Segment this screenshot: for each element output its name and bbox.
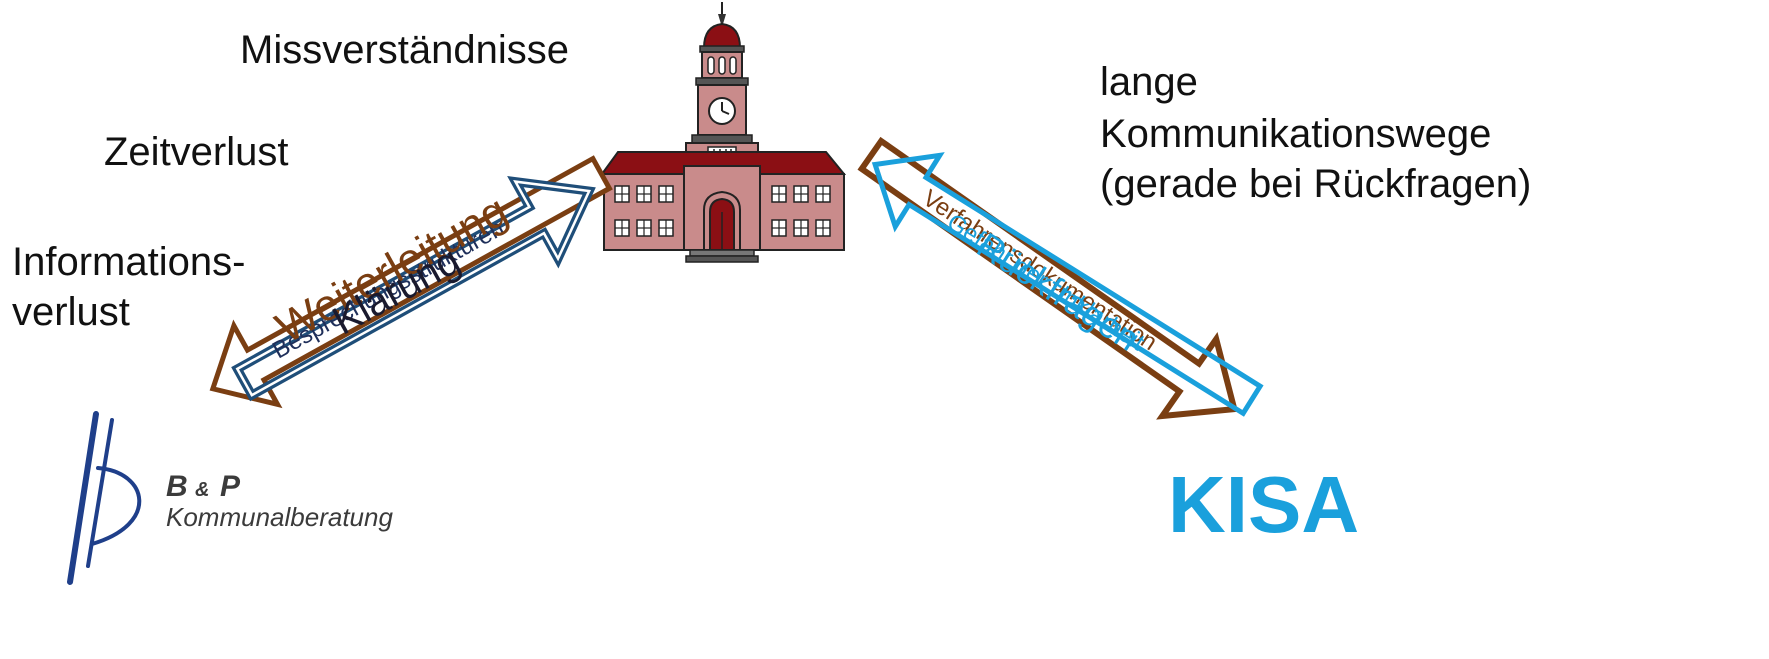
kisa-logo: KISA [1168, 460, 1359, 549]
label-informationsverlust-line2: verlust [12, 290, 130, 334]
bp-letter-b: B [166, 470, 188, 503]
right-blue-arrow [871, 152, 1264, 417]
label-informationsverlust-line1: Informations- [12, 240, 246, 284]
label-missverstaendnisse: Missverständnisse [240, 28, 570, 72]
bp-logo: B & P Kommunalberatung [67, 411, 393, 585]
bp-subtitle: Kommunalberatung [166, 502, 393, 532]
label-kommunikationswege-line2: Kommunikationswege [1100, 112, 1492, 156]
label-kommunikationswege-line3: (gerade bei Rückfragen) [1100, 162, 1532, 206]
town-hall-icon [600, 2, 847, 263]
bp-letter-p: P [220, 470, 241, 503]
bp-ampersand: & [195, 479, 209, 501]
left-blue-arrow [231, 176, 596, 402]
label-zeitverlust: Zeitverlust [104, 130, 289, 174]
label-kommunikationswege-line1: lange [1100, 60, 1198, 104]
right-arrow-small-label: Gefahr der Unklarheit [942, 209, 1149, 357]
